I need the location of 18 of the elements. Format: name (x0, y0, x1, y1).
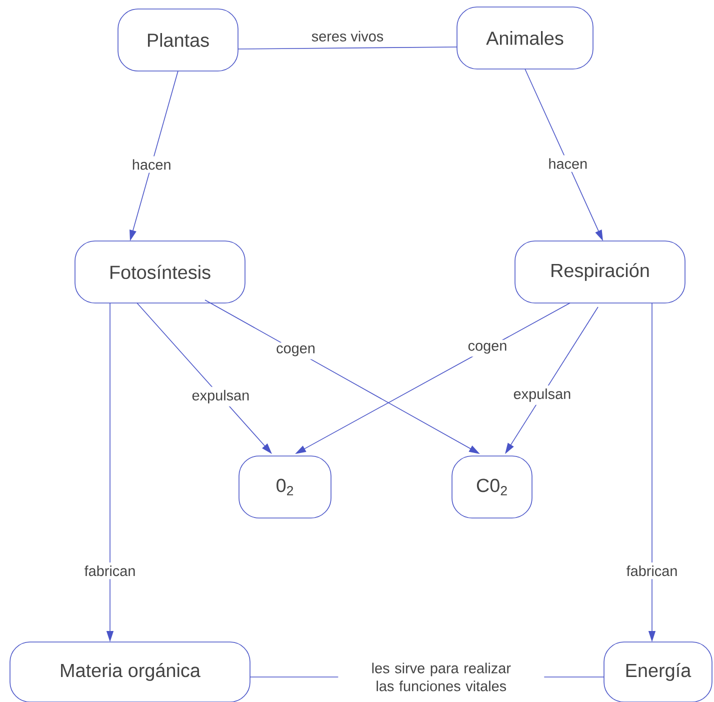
concept-box: Materia orgánica (10, 642, 250, 702)
concept-box: Energía (604, 642, 712, 702)
concept-box: 0$_{2}$ (238, 456, 332, 518)
edge-label: fabrican (81, 562, 139, 580)
edge-label: hacen (545, 155, 591, 172)
concept-box: Respiración (514, 240, 686, 304)
concept-box: Plantas (118, 8, 238, 72)
concept-box: C0$_{2}$ (452, 456, 532, 518)
edge-label: seres vivos (312, 30, 384, 42)
edge-label: cogen (273, 342, 318, 360)
edge-label: cogen (464, 340, 510, 357)
edge-label: expulsan (188, 386, 253, 406)
edge-label: hacen (128, 156, 174, 173)
concept-box: Fotosíntesis (74, 240, 246, 304)
concept-box: Animales (456, 6, 594, 70)
edge-label: les sirve para realizar las funciones vitales (338, 660, 544, 694)
edge-label: fabrican (623, 562, 681, 580)
edge-label: expulsan (510, 385, 574, 405)
